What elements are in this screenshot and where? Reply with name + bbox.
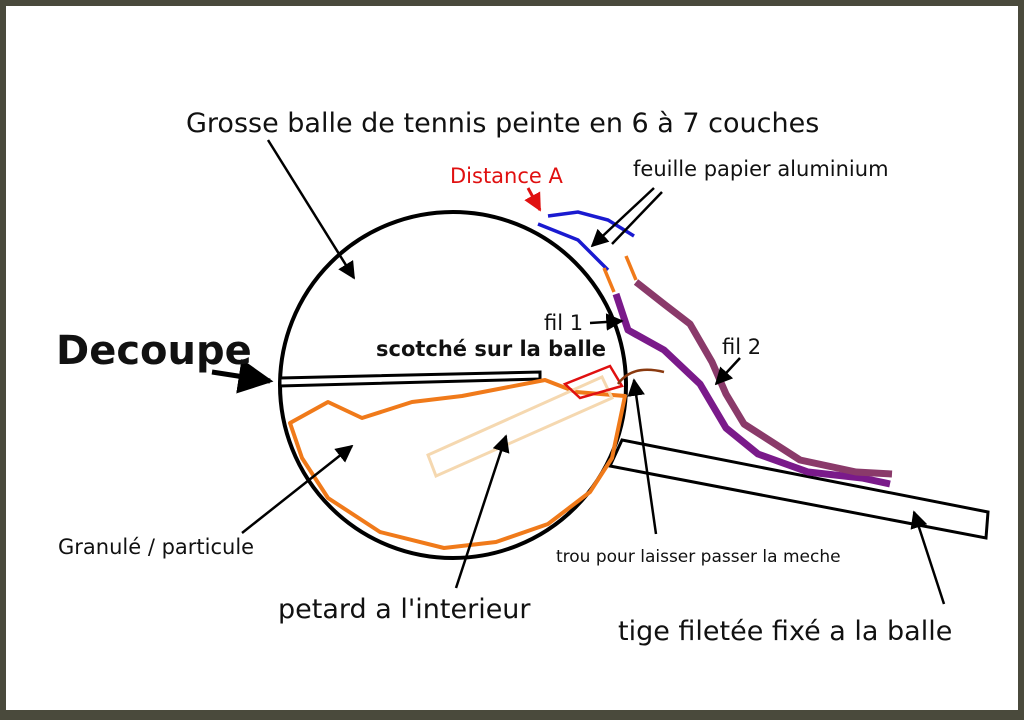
label-petard: petard a l'interieur [278,594,531,625]
fuse-fil-1 [612,292,891,488]
arrow-fil-2 [714,357,741,386]
label-fil-1: fil 1 [544,311,583,335]
arrow-petard [454,434,510,589]
arrow-foil-2 [611,191,663,245]
orange-segment-2 [624,255,638,281]
label-granule: Granulé / particule [58,535,254,559]
arrow-tige [910,510,946,605]
label-distance-a: Distance A [450,164,563,188]
label-fil-2: fil 2 [722,335,761,359]
fuse-wire [616,368,665,385]
arrow-fil-1 [589,313,624,331]
foil-outer [547,210,635,238]
arrow-decoupe [211,358,274,394]
orange-segment-1 [602,267,616,293]
foil-inner [537,222,610,272]
arrow-granule [241,444,354,534]
label-foil: feuille papier aluminium [633,157,889,181]
label-scotch: scotché sur la balle [376,337,606,361]
label-decoupe: Decoupe [56,328,252,374]
arrow-title [266,139,356,280]
label-tige: tige filetée fixé a la balle [618,616,952,647]
fuse-fil-2 [633,279,893,478]
firecracker-fuse-end [562,364,624,400]
arrow-distance-a [524,187,542,212]
granule-area [288,378,627,550]
label-trou: trou pour laisser passer la meche [556,547,841,567]
firecracker [426,375,615,479]
label-title: Grosse balle de tennis peinte en 6 à 7 c… [186,108,819,139]
arrow-trou [627,378,658,535]
arrow-foil-1 [590,187,655,248]
